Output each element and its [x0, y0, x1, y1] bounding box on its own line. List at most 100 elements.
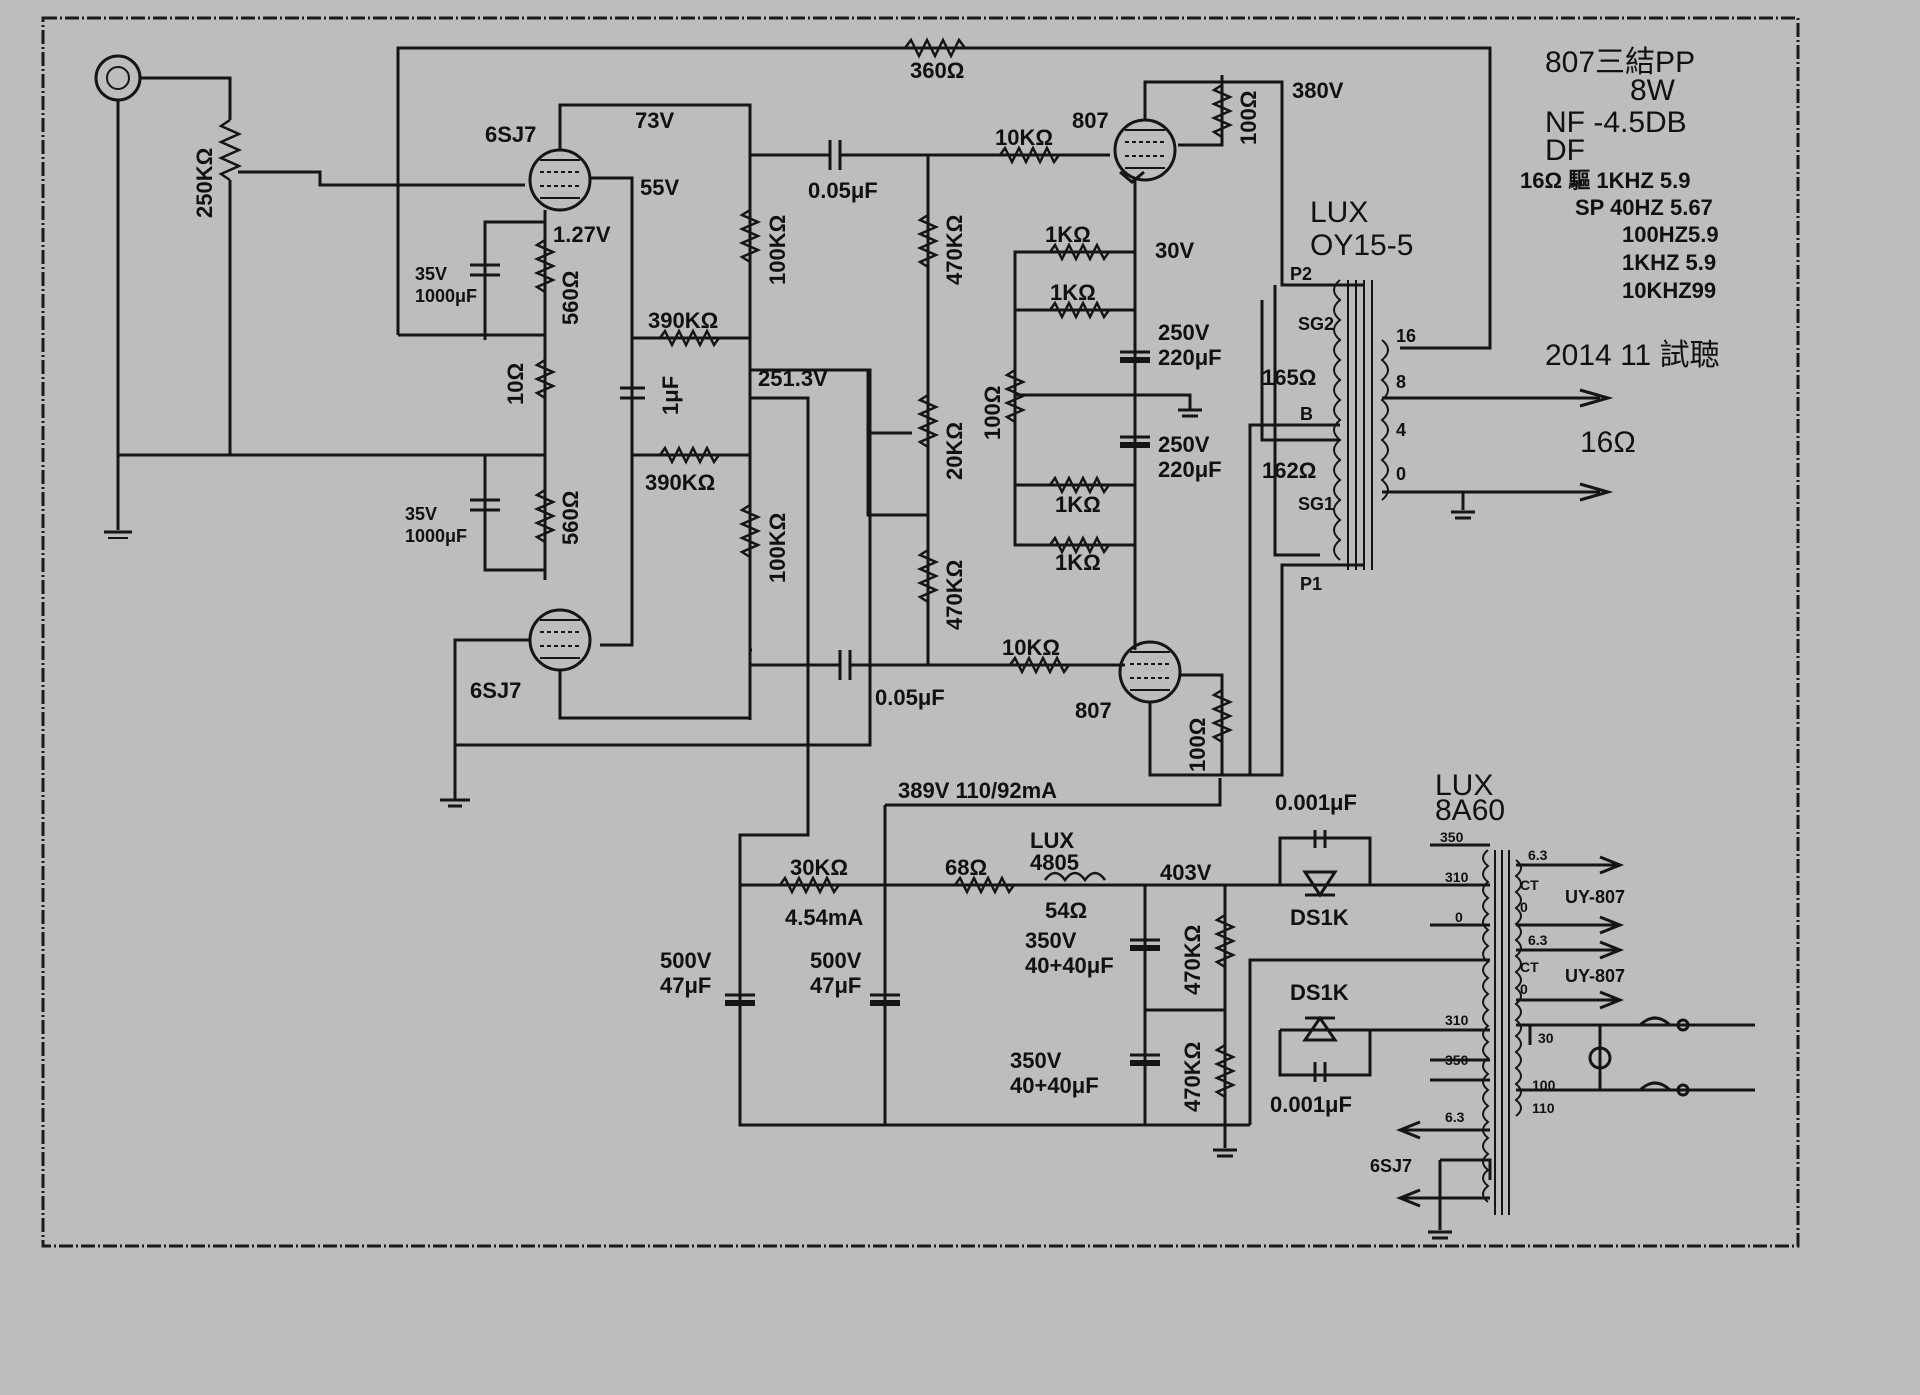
- cathode-1k-1: [1048, 242, 1111, 262]
- cathode-bypass-1-value: 220μF: [1158, 345, 1222, 370]
- header-title: 807三結PP: [1545, 46, 1695, 79]
- choke-model: 4805: [1030, 850, 1079, 875]
- choke-4805: [1043, 871, 1107, 883]
- ot-tap-p2: P2: [1290, 264, 1312, 284]
- switch-terminal: [1676, 1083, 1690, 1097]
- cathode-voltage: 30V: [1155, 238, 1194, 263]
- plate-stopper-2-label: 100Ω: [1185, 718, 1210, 772]
- pilot-lamp: [1588, 1046, 1612, 1070]
- cathode-resistor-1-label: 560Ω: [558, 271, 583, 325]
- pt-tap-0: 0: [1455, 909, 1463, 925]
- bleeder-2-label: 470KΩ: [1180, 1042, 1205, 1112]
- screen-resistor-2-label: 390KΩ: [645, 470, 715, 495]
- cathode-ground: [1178, 408, 1202, 418]
- v2-plate-wire: [558, 648, 752, 720]
- rectified-voltage: 403V: [1160, 860, 1212, 885]
- tube-v3: [1113, 118, 1177, 184]
- cathode-bypass-1-voltage: 250V: [1158, 320, 1210, 345]
- v2-grid-wire: [453, 638, 530, 745]
- fuse-terminal: [1676, 1018, 1690, 1032]
- ot-sec-4: 4: [1396, 420, 1406, 440]
- diode-a-label: DS1K: [1290, 905, 1349, 930]
- tube-v1-label: 6SJ7: [485, 122, 536, 147]
- diode-b-label: DS1K: [1290, 980, 1349, 1005]
- screen-resistor-2: [658, 445, 721, 465]
- heater-a-tap-63: 6.3: [1528, 847, 1548, 863]
- coupling-cap-bottom: [838, 650, 852, 680]
- resistor-68: [953, 875, 1016, 895]
- cathode-balance-pot-label: 100Ω: [980, 386, 1005, 440]
- ot-sec-16: 16: [1396, 326, 1416, 346]
- choke-brand: LUX: [1030, 828, 1074, 853]
- ot-sec-8: 8: [1396, 372, 1406, 392]
- mains-taps: [1528, 1025, 1602, 1090]
- plate-load-2-label: 100KΩ: [765, 513, 790, 583]
- output-transformer-brand: LUX: [1310, 196, 1368, 229]
- v1-screen-wire: [590, 176, 634, 647]
- filter-cap-1: [725, 993, 755, 1006]
- grid-leak-1: [916, 213, 940, 269]
- plate-stopper-1: [1210, 83, 1234, 139]
- output-transformer-model: OY15-5: [1310, 229, 1413, 262]
- v1-cathode-voltage: 1.27V: [553, 222, 611, 247]
- b-plus-output-voltage: 380V: [1292, 78, 1344, 103]
- diode-b-cap-label: 0.001μF: [1270, 1092, 1352, 1117]
- grid-stopper-2: [1008, 655, 1071, 675]
- screen-bypass-cap: [620, 386, 645, 400]
- header-df-line-1: 16Ω 驅 1KHZ 5.9: [1520, 168, 1690, 193]
- header-date: 2014 11 試聴: [1545, 339, 1720, 372]
- ot-tap-165: 165Ω: [1262, 365, 1316, 390]
- v1-cathode-wire: [483, 210, 547, 340]
- cathode-bypass-2-value: 220μF: [1158, 457, 1222, 482]
- pt-tap-110: 110: [1532, 1100, 1555, 1116]
- heater-a-leads: [1516, 863, 1620, 927]
- filter-cap-2-value: 47μF: [810, 973, 861, 998]
- ot-tap-sg1: SG1: [1298, 494, 1334, 514]
- tube-v3-label: 807: [1072, 108, 1109, 133]
- sheet-border: [41, 16, 1800, 1248]
- cathode-bypass-1: [1120, 350, 1150, 363]
- grid-leak-2: [916, 548, 940, 604]
- output-16-arrow: [1579, 388, 1614, 408]
- power-transformer-brand: LUX: [1435, 769, 1493, 802]
- cathode-cap-2-voltage: 35V: [405, 504, 437, 524]
- cathode-bypass-2-voltage: 250V: [1158, 432, 1210, 457]
- cathode-1k-4-label: 1KΩ: [1055, 550, 1101, 575]
- coupling-cap-bottom-label: 0.05μF: [875, 685, 945, 710]
- tube-v2-label: 6SJ7: [470, 678, 521, 703]
- feedback-loop: [396, 46, 1492, 350]
- plate-load-1-label: 100KΩ: [765, 215, 790, 285]
- tube-v1: [528, 148, 592, 212]
- cathode-1k-4: [1048, 535, 1111, 555]
- power-transformer: [1482, 849, 1522, 1215]
- bleeder-2: [1213, 1043, 1237, 1099]
- v1-plate-voltage: 73V: [635, 108, 674, 133]
- cathode-capacitor-1: [470, 263, 500, 277]
- reservoir-cap-1-voltage: 350V: [1025, 928, 1077, 953]
- cathode-1k-1-label: 1KΩ: [1045, 222, 1091, 247]
- input-wire: [140, 76, 232, 120]
- grid-stopper-1-label: 10KΩ: [995, 125, 1053, 150]
- pt-primary-leads: [1430, 843, 1490, 1082]
- bleeder-1: [1213, 913, 1237, 969]
- pot-wiper-wire: [866, 370, 928, 517]
- cathode-cap-1-voltage: 35V: [415, 264, 447, 284]
- pt-tap-310b: 310: [1445, 1012, 1469, 1028]
- tube-v2: [528, 608, 592, 672]
- mains-switch: [1638, 1081, 1672, 1092]
- psu-ground: [1213, 1125, 1237, 1158]
- cathode-1k-2-label: 1KΩ: [1050, 280, 1096, 305]
- diode-a-symbol: [1302, 870, 1338, 898]
- heater-b-label: UY-807: [1565, 966, 1625, 986]
- heater-b-arrows: [1599, 940, 1625, 1010]
- supply-voltage-current: 389V 110/92mA: [898, 778, 1057, 803]
- screen-bypass-cap-label: 1μF: [658, 376, 683, 415]
- cathode-cap-2-wire: [483, 455, 545, 572]
- balance-pot: [916, 393, 940, 449]
- cathode-cap-2-value: 1000μF: [405, 526, 467, 546]
- filter-cap-2-voltage: 500V: [810, 948, 862, 973]
- output-0-arrow: [1579, 482, 1614, 502]
- ot-center-tap: [1248, 423, 1340, 775]
- cathode-1k-2: [1048, 300, 1111, 320]
- ot-tap-162: 162Ω: [1262, 458, 1316, 483]
